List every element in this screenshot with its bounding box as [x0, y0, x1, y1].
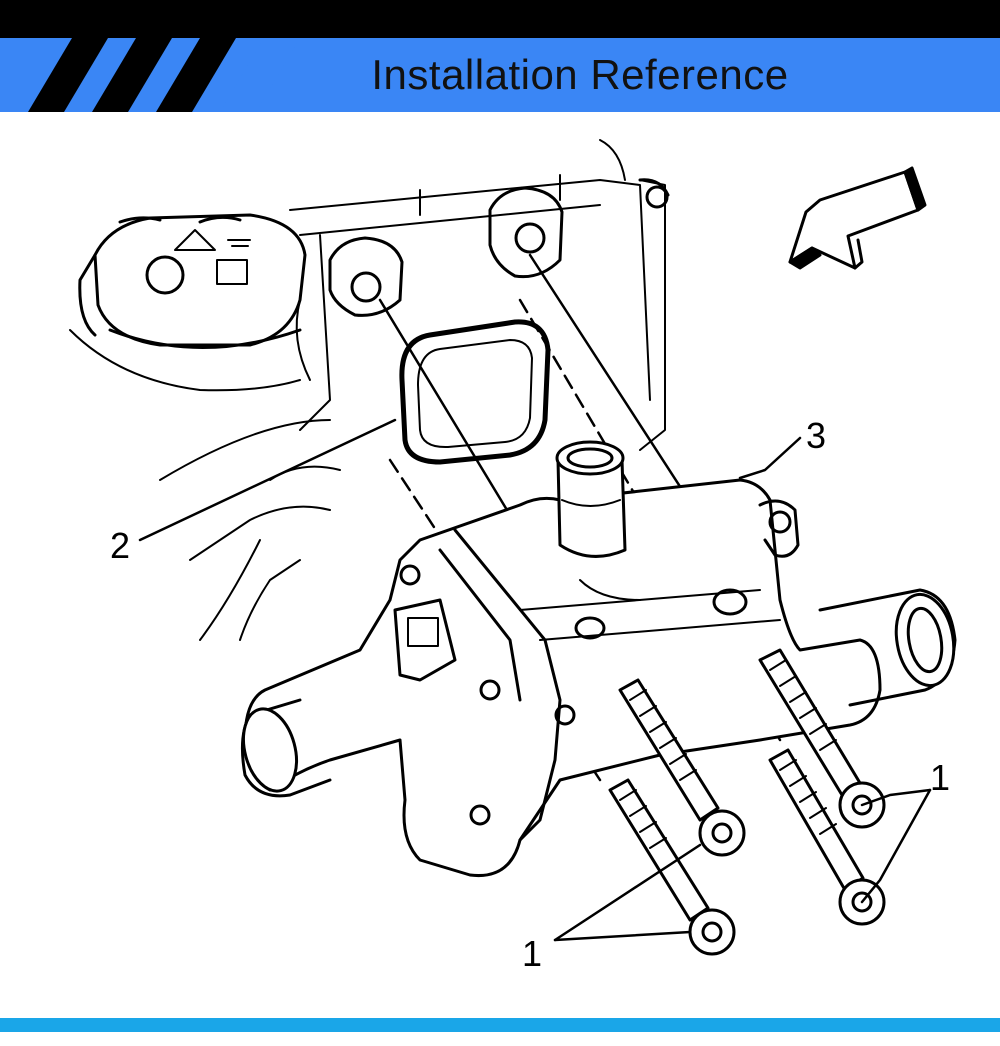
top-black-bar [0, 0, 1000, 38]
engine-background [69, 139, 666, 641]
reservoir-cap [78, 213, 307, 349]
gasket [399, 319, 551, 465]
direction-arrow-icon [788, 166, 927, 270]
callout-label-gasket: 2 [110, 525, 130, 566]
callout-label-housing: 3 [806, 415, 826, 456]
engine-bosses [328, 178, 670, 317]
footer-bar [0, 1018, 1000, 1032]
header-stripes [28, 38, 300, 112]
callout-label-bolts-right: 1 [930, 757, 950, 798]
page-title: Installation Reference [371, 51, 789, 98]
bolts [608, 648, 886, 956]
thermostat-housing [240, 440, 957, 878]
leader-lines [138, 418, 932, 942]
installation-diagram: 3 2 1 1 [69, 139, 957, 974]
callout-label-bolts-left: 1 [522, 933, 542, 974]
